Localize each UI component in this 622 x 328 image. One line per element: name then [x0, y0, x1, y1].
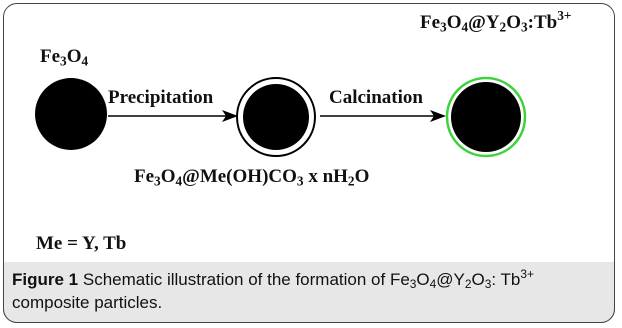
- caption-band: [3, 262, 615, 323]
- final-particle-green-shell: [445, 76, 527, 158]
- final-particle-core: [451, 82, 521, 152]
- fe3o4-core-particle: [35, 78, 107, 150]
- calcination-arrowhead: [430, 110, 446, 122]
- intermediate-particle-label: Fe3O4@Me(OH)CO3 x nH2O: [134, 166, 370, 189]
- intermediate-particle-core: [243, 84, 309, 150]
- start-particle-label: Fe3O4: [40, 46, 89, 69]
- figure-caption: Figure 1 Schematic illustration of the f…: [12, 268, 608, 314]
- figure-number: Figure 1: [12, 270, 79, 289]
- caption-text: Schematic illustration of the formation …: [12, 266, 534, 312]
- me-definition-label: Me = Y, Tb: [36, 233, 127, 254]
- precipitation-label: Precipitation: [108, 87, 214, 108]
- precipitation-arrowhead: [222, 110, 238, 122]
- intermediate-particle-outer-ring: [236, 77, 316, 157]
- final-particle-label: Fe3O4@Y2O3:Tb3+: [420, 8, 572, 35]
- calcination-label: Calcination: [329, 87, 423, 108]
